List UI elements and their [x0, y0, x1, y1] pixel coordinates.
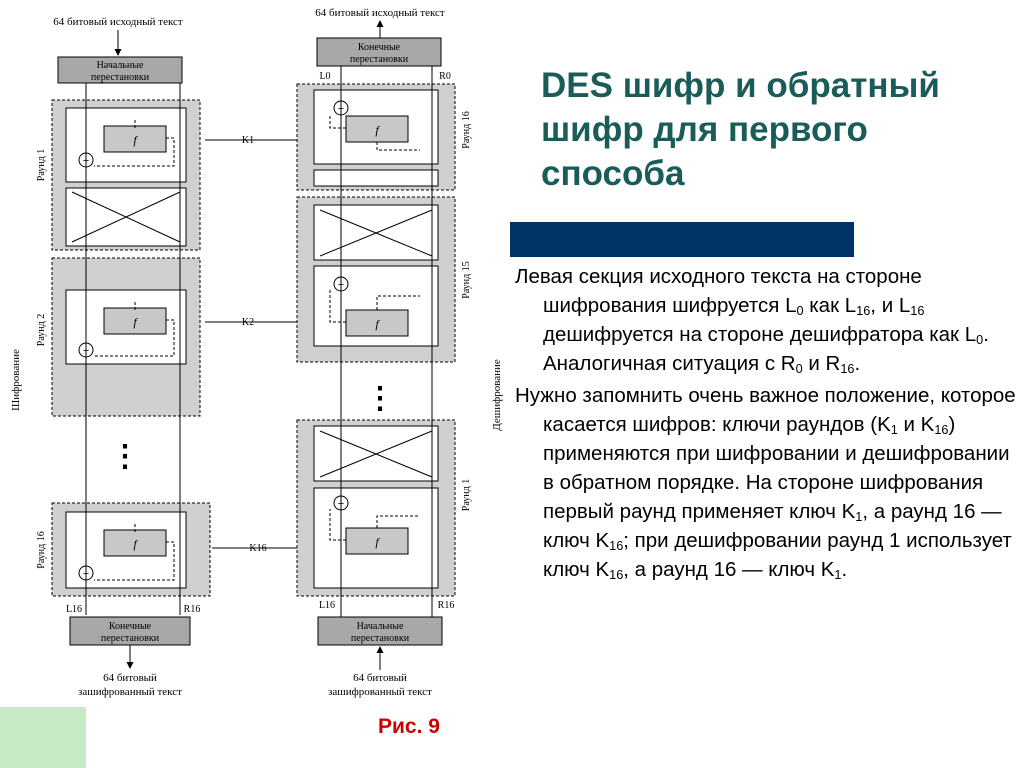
dec-bottom-label: 64 битовый [353, 672, 407, 684]
text-run: . Аналогичная ситуация с R [543, 323, 989, 375]
enc-round-16: f + Раунд 16 [36, 502, 211, 597]
text-run: , и L [870, 294, 911, 317]
subscript: 16 [609, 538, 624, 554]
svg-text:R16: R16 [438, 600, 455, 611]
text-run: Левая секция исходного текста на стороне… [515, 265, 922, 317]
text-run: ; при дешифровании раунд 1 использует кл… [543, 529, 1012, 581]
svg-text:L0: L0 [319, 71, 330, 82]
dec-section-label: Дешифрование [491, 359, 503, 431]
svg-text:L16: L16 [66, 604, 82, 615]
svg-text:Начальные: Начальные [357, 621, 404, 632]
subscript: 16 [934, 422, 949, 438]
dec-round-15: f + Раунд 15 [296, 196, 472, 363]
svg-text:⋮: ⋮ [110, 440, 140, 473]
dec-final-permutation-box: Конечные перестановки [316, 37, 442, 67]
paragraph-2: Нужно запомнить очень важное положение, … [515, 381, 1017, 584]
enc-output-label: 64 битовый [103, 672, 157, 684]
svg-text:Раунд 15: Раунд 15 [461, 261, 472, 298]
key-k2: K2 [242, 317, 254, 328]
subscript: 16 [840, 361, 855, 377]
svg-text:f: f [375, 535, 380, 549]
dec-top-label: 64 битовый исходный текст [315, 7, 445, 19]
svg-text:Конечные: Конечные [109, 621, 152, 632]
svg-text:перестановки: перестановки [351, 633, 410, 644]
svg-text:перестановки: перестановки [101, 633, 160, 644]
svg-text:R16: R16 [184, 604, 201, 615]
key-k16: K16 [249, 543, 266, 554]
svg-text:f: f [375, 317, 380, 331]
subscript: 1 [855, 509, 863, 525]
svg-text:Раунд 2: Раунд 2 [36, 314, 47, 346]
svg-text:Раунд 1: Раунд 1 [461, 479, 472, 511]
svg-text:Раунд 1: Раунд 1 [36, 149, 47, 181]
enc-final-permutation-box: Конечные перестановки [69, 616, 191, 646]
text-run: Нужно запомнить очень важное положение, … [515, 384, 1016, 436]
svg-text:f: f [375, 123, 380, 137]
dec-initial-permutation-box: Начальные перестановки [317, 616, 443, 646]
text-run: и R [802, 352, 841, 375]
text-run: ) применяются при шифровании и дешифрова… [543, 413, 1010, 523]
enc-round-2: f + Раунд 2 [36, 257, 201, 417]
svg-text:f: f [133, 315, 138, 329]
text-run: . [841, 558, 848, 581]
subscript: 16 [609, 567, 624, 583]
text-run: . [854, 352, 861, 375]
svg-text:f: f [133, 133, 138, 147]
text-run: , а раунд 16 — ключ K [623, 558, 835, 581]
slide-body: Левая секция исходного текста на стороне… [515, 262, 1017, 587]
decorative-green-block [0, 707, 86, 768]
subscript: 16 [910, 303, 925, 319]
subscript: 1 [834, 567, 842, 583]
subscript: 0 [796, 303, 804, 319]
dec-round-16: f + Раунд 16 [296, 83, 472, 191]
subscript: 0 [976, 332, 984, 348]
des-diagram: 64 битовый исходный текст Начальные пере… [10, 7, 503, 698]
svg-text:Раунд 16: Раунд 16 [36, 531, 47, 568]
dec-round-1: f + Раунд 1 [296, 419, 472, 597]
svg-text:⋮: ⋮ [365, 382, 395, 415]
svg-text:зашифрованный текст: зашифрованный текст [78, 686, 182, 698]
text-run: как L [803, 294, 857, 317]
enc-input-label: 64 битовый исходный текст [53, 16, 183, 28]
text-run: и K [897, 413, 935, 436]
enc-initial-permutation-box: Начальные перестановки [57, 56, 183, 84]
text-run: дешифруется на стороне дешифратора как L [543, 323, 977, 346]
svg-text:L16: L16 [319, 600, 335, 611]
subscript: 0 [795, 361, 803, 377]
svg-text:Конечные: Конечные [358, 42, 401, 53]
svg-text:перестановки: перестановки [350, 54, 409, 65]
svg-text:R0: R0 [439, 71, 451, 82]
paragraph-1: Левая секция исходного текста на стороне… [515, 262, 1017, 378]
slide-title: DES шифр и обратный шифр для первого спо… [541, 66, 940, 193]
enc-section-label: Шифрование [10, 349, 22, 411]
svg-text:f: f [133, 537, 138, 551]
enc-round-1: f + Раунд 1 [36, 99, 201, 251]
svg-text:Раунд 16: Раунд 16 [461, 111, 472, 148]
text-run: , а раунд 16 — ключ K [543, 500, 1002, 552]
svg-text:Начальные: Начальные [97, 60, 144, 71]
subscript: 16 [856, 303, 871, 319]
svg-text:зашифрованный текст: зашифрованный текст [328, 686, 432, 698]
key-k1: K1 [242, 135, 254, 146]
svg-text:перестановки: перестановки [91, 72, 150, 83]
figure-caption: Рис. 9 [378, 715, 440, 738]
title-underline-bar [510, 222, 854, 257]
subscript: 1 [890, 422, 898, 438]
